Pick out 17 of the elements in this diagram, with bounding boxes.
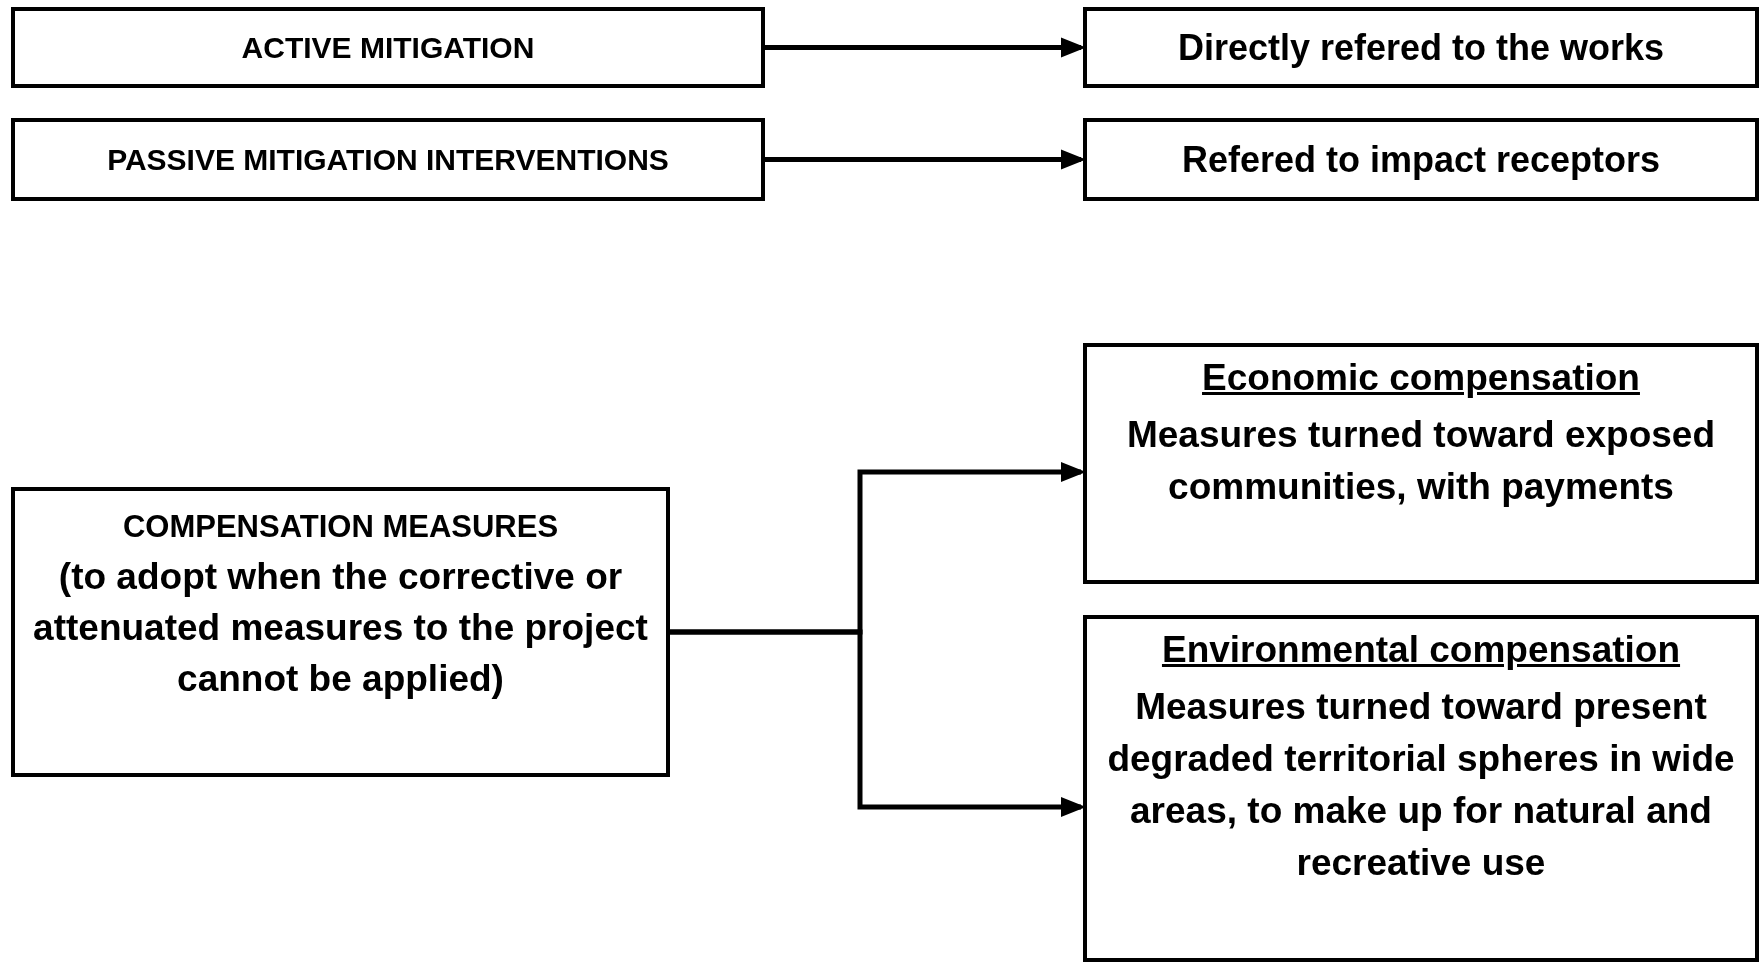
- text-box: [11, 118, 765, 201]
- box-text: Measures turned toward present degraded territorial spheres in wide areas, to make up for natural and recreative use: [1106, 685, 1736, 885]
- text-box: [1083, 7, 1759, 88]
- text-box: [1083, 118, 1759, 201]
- text-box: [11, 7, 765, 88]
- text-box: [11, 487, 670, 777]
- text-box: [1083, 615, 1759, 962]
- box-text: Directly refered to the works: [1177, 26, 1665, 69]
- box-text: (to adopt when the corrective or attenuated measures to the project cannot be applied): [32, 555, 649, 701]
- box-heading: Economic compensation: [1202, 356, 1640, 400]
- box-text: Measures turned toward exposed communities, with payments: [1125, 413, 1716, 509]
- box-heading: COMPENSATION MEASURES: [122, 508, 559, 546]
- box-text: PASSIVE MITIGATION INTERVENTIONS: [107, 141, 669, 178]
- box-heading: Environmental compensation: [1161, 628, 1681, 672]
- text-box: [1083, 343, 1759, 584]
- box-text: Refered to impact receptors: [1181, 138, 1661, 181]
- box-text: ACTIVE MITIGATION: [241, 29, 535, 66]
